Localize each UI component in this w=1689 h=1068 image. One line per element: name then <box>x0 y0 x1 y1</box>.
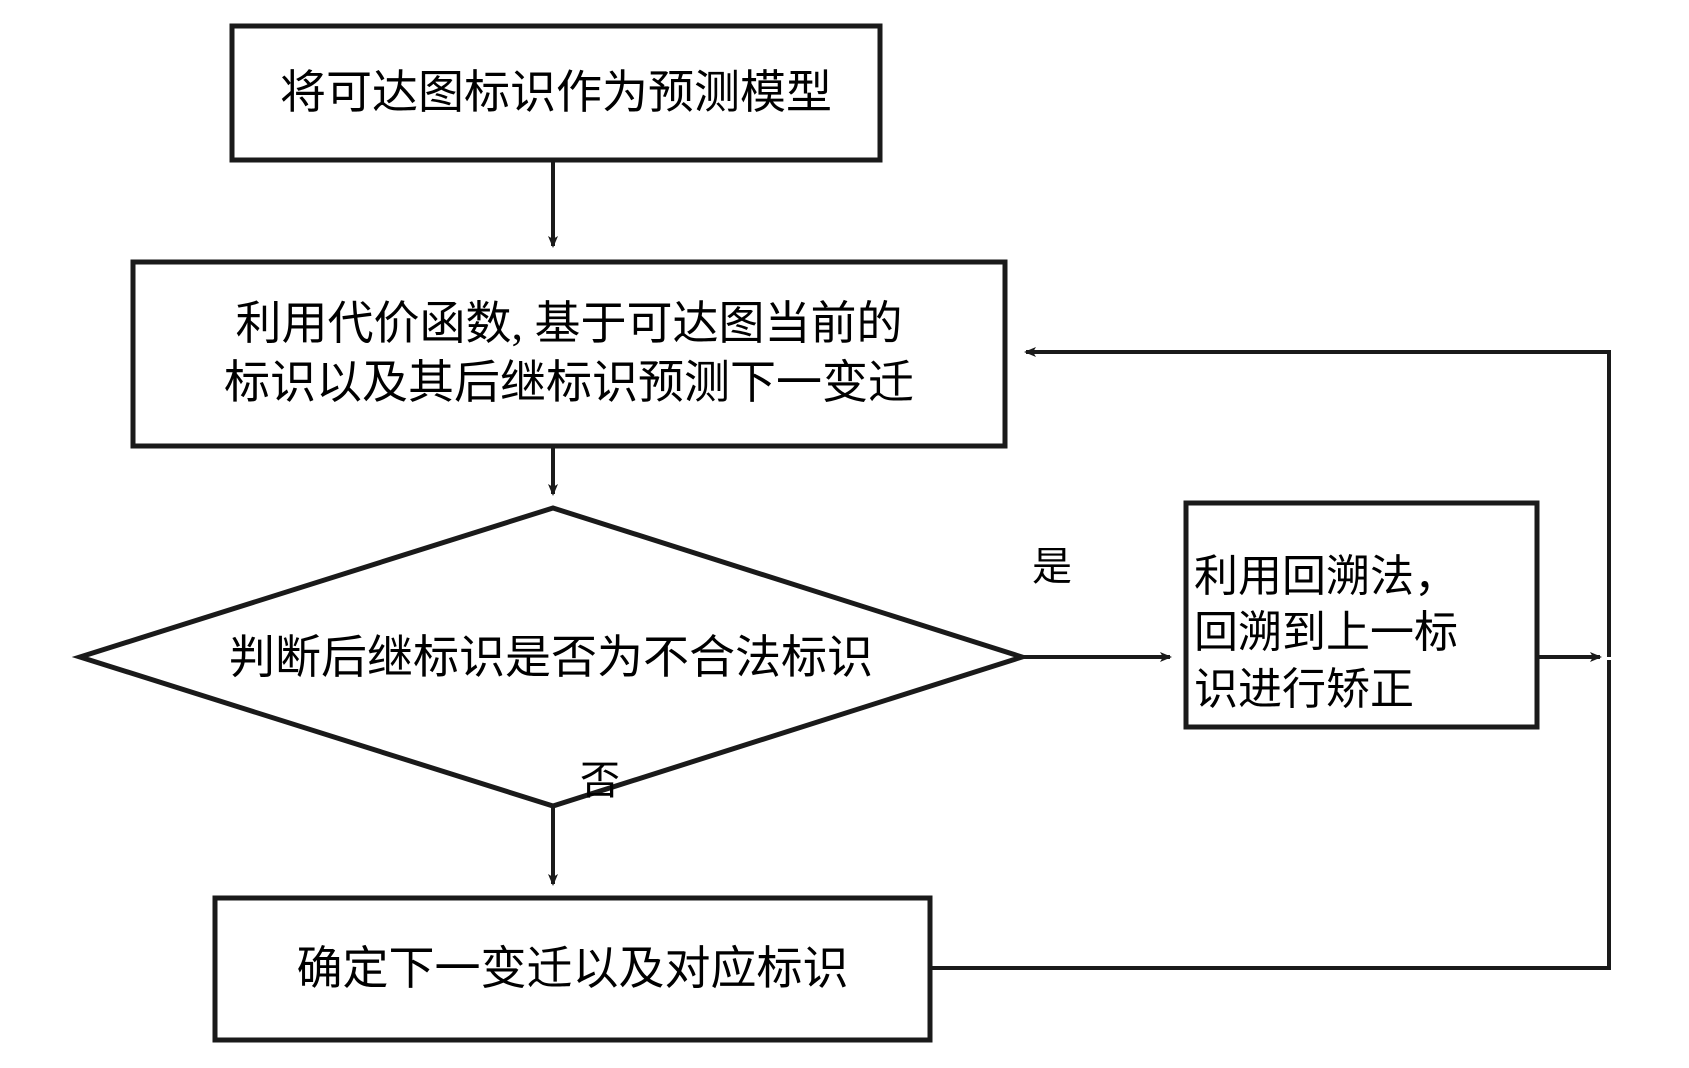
edge-label-yes: 是 <box>1032 544 1072 589</box>
edge-label-no: 否 <box>580 758 620 803</box>
node-backtrack-shape <box>1183 500 1540 730</box>
node-decision-shape <box>71 505 1031 809</box>
edge-confirm-to-right-rail <box>930 660 1611 970</box>
node-start-shape <box>229 23 883 163</box>
node-predict-shape <box>130 259 1008 449</box>
edge-right-vertical-return <box>1024 347 1611 657</box>
node-confirm-shape <box>212 895 933 1043</box>
